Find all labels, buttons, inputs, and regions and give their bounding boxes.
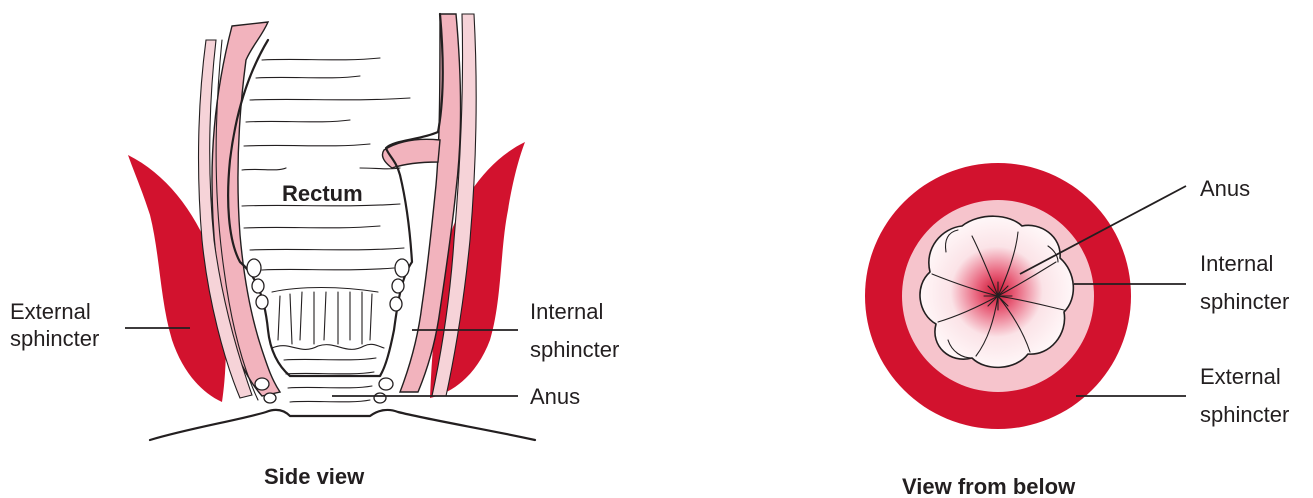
internal-sphincter-label-line1-side: Internal — [530, 299, 603, 324]
external-sphincter-label-line2-below: sphincter — [1200, 402, 1289, 427]
side-view-caption: Side view — [264, 464, 365, 489]
external-sphincter-label-line1-side: External — [10, 299, 91, 324]
internal-sphincter-label-line1-below: Internal — [1200, 251, 1273, 276]
side-view-illustration — [128, 14, 535, 440]
perineum-skin — [150, 410, 535, 440]
internal-sphincter-label-line2-below: sphincter — [1200, 289, 1289, 314]
external-sphincter-label-line1-below: External — [1200, 364, 1281, 389]
anal-columns — [272, 288, 384, 350]
external-sphincter-label-line2-side: sphincter — [10, 326, 99, 351]
internal-sphincter-label-line2-side: sphincter — [530, 337, 619, 362]
below-view-illustration — [865, 163, 1131, 429]
anus-label-below: Anus — [1200, 176, 1250, 201]
rectum-label: Rectum — [282, 181, 363, 206]
rectal-folds — [242, 58, 410, 270]
below-view-caption: View from below — [902, 474, 1076, 498]
anus-label-side: Anus — [530, 384, 580, 409]
anal-opening-star — [984, 282, 1012, 310]
